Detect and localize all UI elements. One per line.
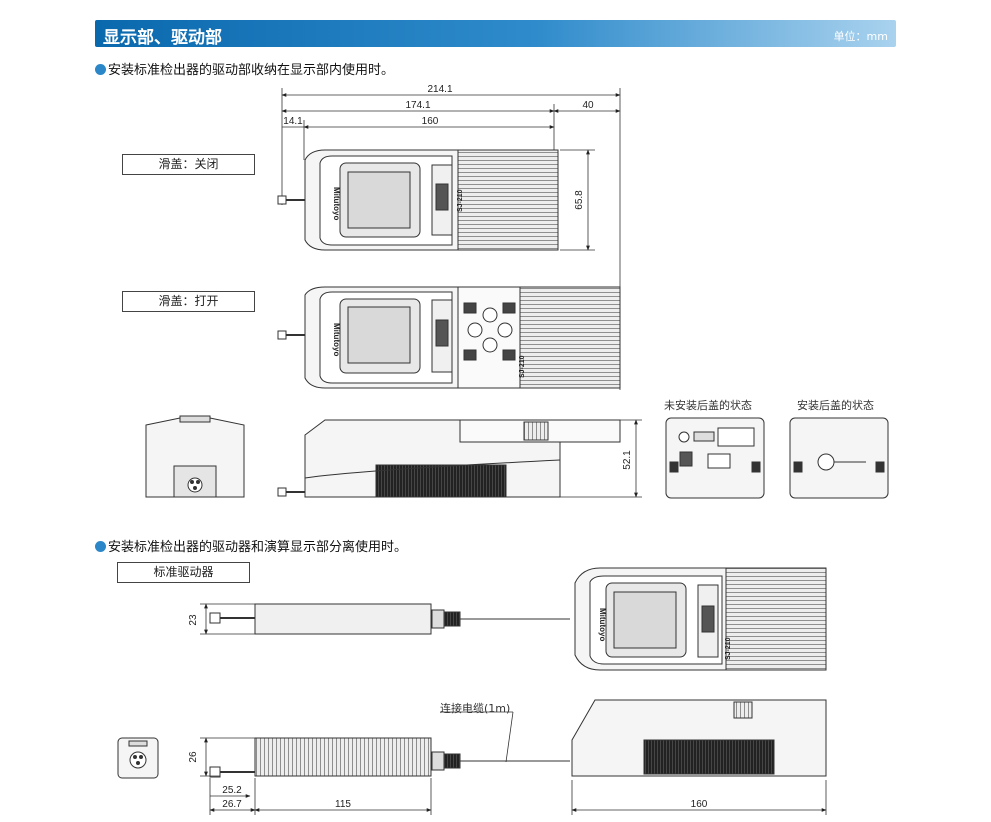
note-text: 安装标准检出器的驱动器和演算显示部分离使用时。 [108,540,408,555]
label-cover-open: 滑盖：打开 [122,291,255,312]
brand-logo: Mitutoyo [332,187,341,220]
model-label: SJ-210 [725,637,732,660]
device-rear-no-cover [665,417,765,499]
drive-unit-top [209,603,570,635]
dim-height: 52.1 [622,450,633,470]
caption-rear-no-cover: 未安装后盖的状态 [664,399,752,412]
dim-width: 65.8 [574,190,585,210]
dim-body-length: 174.1 [405,100,430,111]
brand-logo: Mitutoyo [598,608,607,641]
brand-logo: Mitutoyo [332,323,341,356]
device-side-view [277,419,621,498]
device-top-closed [277,149,559,251]
device-rear-with-cover [789,417,889,499]
dim-extension: 40 [582,100,594,111]
cable-leader-line [505,711,514,763]
model-label: SJ-210 [457,189,464,212]
dim-probe-a: 25.2 [222,785,242,796]
dimension-lines-top [281,88,621,390]
device-front-view [145,415,245,498]
dim-drive-width: 23 [188,614,199,626]
dim-total-length: 214.1 [427,84,452,95]
drive-unit-side [209,737,570,778]
unit-label: 单位：mm [833,30,888,43]
section-note-1: 安装标准检出器的驱动部收纳在显示部内使用时。 [95,59,394,78]
dim-probe-offset: 14.1 [283,116,303,127]
display-unit-side [571,699,827,777]
probe-end-view [117,737,159,779]
dim-drive-length: 115 [335,799,351,810]
device-top-open [277,286,621,389]
note-text: 安装标准检出器的驱动部收纳在显示部内使用时。 [108,63,395,78]
dim-probe-b: 26.7 [222,799,242,810]
section-title: 显示部、驱动部 [103,28,222,48]
dim-display-length: 160 [422,116,439,127]
display-unit-top [574,567,827,671]
bullet-icon [95,541,106,552]
dim-drive-height: 26 [188,751,199,763]
section-header: 显示部、驱动部 单位：mm [95,20,896,48]
dim-unit-length: 160 [691,799,708,810]
model-label: SJ-210 [519,355,526,378]
bullet-icon [95,64,106,75]
caption-rear-with-cover: 安装后盖的状态 [797,399,874,412]
section-note-2: 安装标准检出器的驱动器和演算显示部分离使用时。 [95,536,407,555]
label-cover-closed: 滑盖：关闭 [122,154,255,175]
label-standard-drive: 标准驱动器 [117,562,250,583]
